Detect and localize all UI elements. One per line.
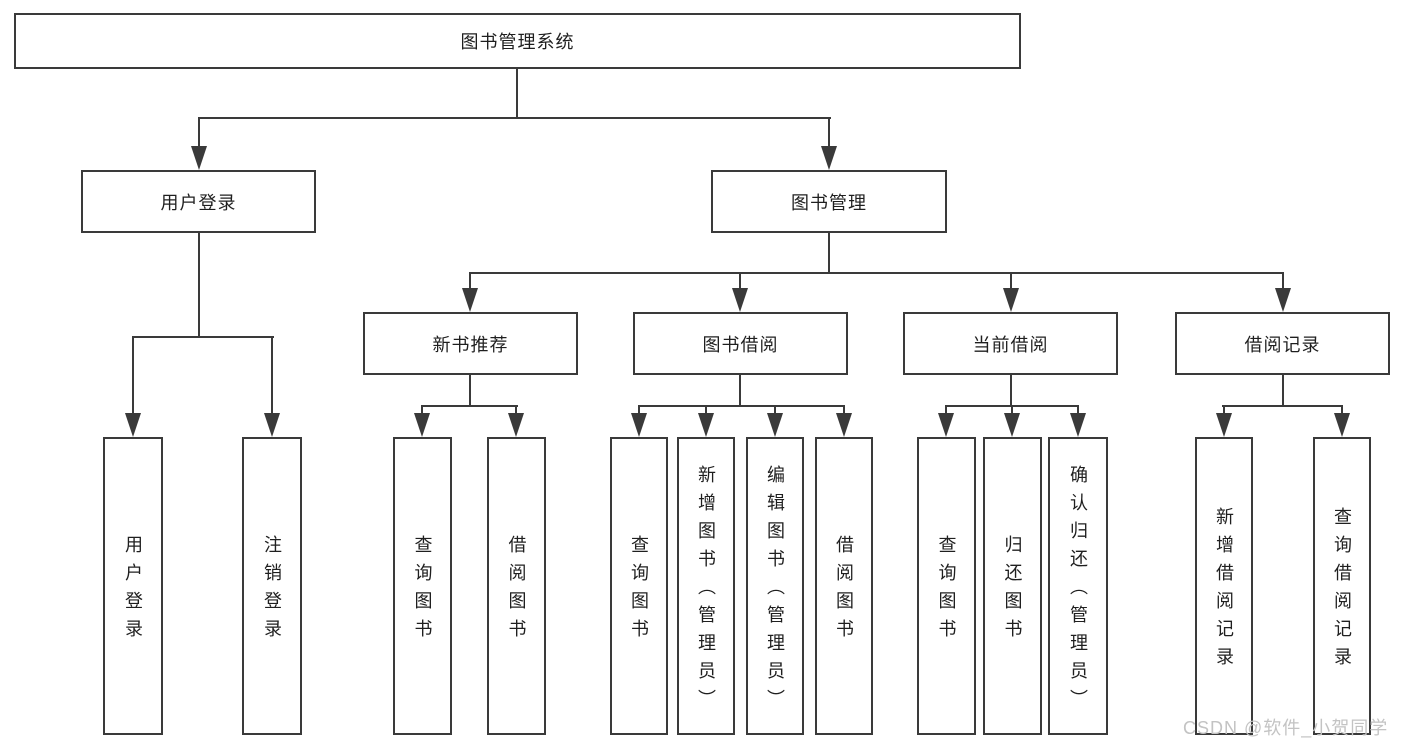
- leaf-label: 编辑图书（管理员）: [765, 465, 785, 717]
- leaf-query-books-borrow: 查询图书: [610, 437, 668, 735]
- arrowhead-c4: [836, 413, 852, 437]
- leaf-label: 确认归还（管理员）: [1068, 465, 1088, 717]
- node-label: 新书推荐: [432, 334, 509, 355]
- leaf-add-borrow-record: 新增借阅记录: [1195, 437, 1253, 735]
- arrowhead-d1: [938, 413, 954, 437]
- connector-arm-d3: [1077, 405, 1079, 417]
- node-label: 图书管理: [791, 192, 867, 213]
- arrowhead-d2: [1004, 413, 1020, 437]
- node-borrowing-records: 借阅记录: [1175, 312, 1390, 375]
- arrowhead-c3: [767, 413, 783, 437]
- arrowhead-e2: [1334, 413, 1350, 437]
- connector-arm-c1: [638, 405, 640, 417]
- node-book-borrowing: 图书借阅: [633, 312, 848, 375]
- leaf-add-books-admin: 新增图书（管理员）: [677, 437, 735, 735]
- leaf-return-books: 归还图书: [983, 437, 1042, 735]
- connector-new-book-rec-stem: [469, 375, 471, 407]
- arrowhead-d3: [1070, 413, 1086, 437]
- leaf-label: 查询借阅记录: [1332, 507, 1352, 675]
- connector-root-stem: [516, 69, 518, 119]
- connector-arm-borrow-records: [1282, 272, 1284, 290]
- connector-book-mgmt-stem: [828, 233, 830, 274]
- arrowhead-b2: [508, 413, 524, 437]
- connector-arm-e2: [1341, 405, 1343, 417]
- connector-borrow-records-bar: [1222, 405, 1343, 407]
- leaf-edit-books-admin: 编辑图书（管理员）: [746, 437, 804, 735]
- connector-arm-d1: [945, 405, 947, 417]
- leaf-label: 查询图书: [412, 535, 433, 647]
- connector-arm-d2: [1011, 405, 1013, 417]
- leaf-label: 借阅图书: [506, 535, 527, 647]
- connector-arm-login-leaf: [132, 336, 134, 415]
- arrowhead-logout-leaf: [264, 413, 280, 437]
- node-book-management: 图书管理: [711, 170, 947, 233]
- connector-arm-c3: [774, 405, 776, 417]
- connector-user-login-bar: [132, 336, 274, 338]
- arrowhead-b1: [414, 413, 430, 437]
- arrowhead-user-login: [191, 146, 207, 170]
- leaf-label: 查询图书: [936, 535, 957, 647]
- arrowhead-current-borrow: [1003, 288, 1019, 312]
- connector-arm-c4: [843, 405, 845, 417]
- connector-current-borrow-stem: [1010, 375, 1012, 407]
- node-label: 图书管理系统: [460, 32, 575, 52]
- connector-level1-bar: [198, 117, 831, 119]
- arrowhead-book-mgmt: [821, 146, 837, 170]
- leaf-query-books-recommend: 查询图书: [393, 437, 452, 735]
- node-label: 用户登录: [160, 192, 237, 213]
- leaf-borrow-books-recommend: 借阅图书: [487, 437, 546, 735]
- node-label: 当前借阅: [972, 334, 1049, 355]
- leaf-confirm-return-admin: 确认归还（管理员）: [1048, 437, 1108, 735]
- node-current-borrowing: 当前借阅: [903, 312, 1118, 375]
- arrowhead-book-borrow: [732, 288, 748, 312]
- arrowhead-c2: [698, 413, 714, 437]
- leaf-label: 新增图书（管理员）: [696, 465, 716, 717]
- leaf-label: 新增借阅记录: [1214, 507, 1234, 675]
- node-user-login: 用户登录: [81, 170, 316, 233]
- connector-arm-current-borrow: [1010, 272, 1012, 290]
- connector-arm-logout-leaf: [271, 336, 273, 415]
- node-new-book-recommend: 新书推荐: [363, 312, 578, 375]
- arrowhead-new-book-rec: [462, 288, 478, 312]
- leaf-label: 注销登录: [262, 535, 282, 647]
- leaf-logout: 注销登录: [242, 437, 302, 735]
- arrowhead-c1: [631, 413, 647, 437]
- leaf-label: 查询图书: [629, 535, 649, 647]
- node-library-management-system: 图书管理系统: [14, 13, 1021, 69]
- node-label: 借阅记录: [1244, 334, 1321, 355]
- connector-level3-bar: [470, 272, 1284, 274]
- connector-new-book-rec-bar: [421, 405, 518, 407]
- connector-arm-e1: [1223, 405, 1225, 417]
- leaf-label: 借阅图书: [834, 535, 854, 647]
- connector-arm-book-borrow: [739, 272, 741, 290]
- leaf-query-books-current: 查询图书: [917, 437, 976, 735]
- leaf-user-login: 用户登录: [103, 437, 163, 735]
- arrowhead-login-leaf: [125, 413, 141, 437]
- leaf-label: 用户登录: [123, 535, 143, 647]
- connector-book-borrow-bar: [638, 405, 845, 407]
- arrowhead-e1: [1216, 413, 1232, 437]
- leaf-label: 归还图书: [1002, 535, 1023, 647]
- connector-borrow-records-stem: [1282, 375, 1284, 407]
- connector-arm-b2: [515, 405, 517, 417]
- connector-arm-user-login: [198, 117, 200, 148]
- connector-arm-c2: [705, 405, 707, 417]
- csdn-watermark: CSDN @软件_小贺同学: [1183, 718, 1389, 738]
- arrowhead-borrow-records: [1275, 288, 1291, 312]
- connector-arm-new-book-rec: [469, 272, 471, 290]
- leaf-borrow-books: 借阅图书: [815, 437, 873, 735]
- connector-book-borrow-stem: [739, 375, 741, 407]
- connector-arm-b1: [421, 405, 423, 417]
- node-label: 图书借阅: [702, 334, 779, 355]
- connector-user-login-stem: [198, 233, 200, 338]
- connector-arm-book-mgmt: [828, 117, 830, 148]
- leaf-query-borrow-record: 查询借阅记录: [1313, 437, 1371, 735]
